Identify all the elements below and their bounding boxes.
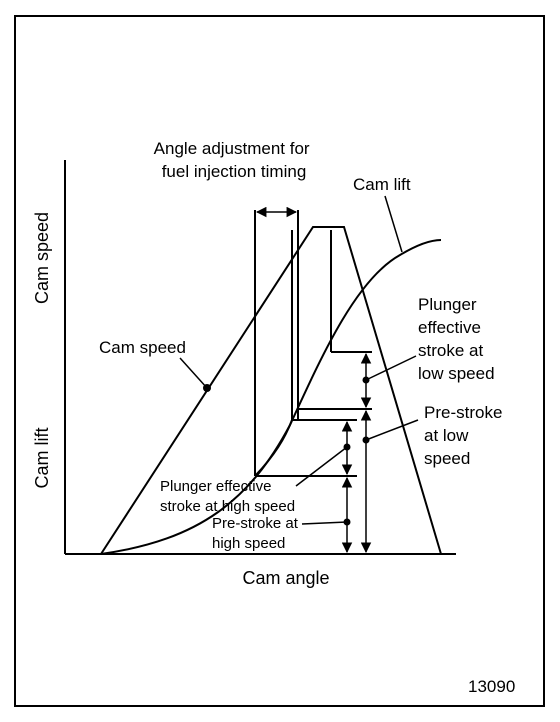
leader-cam-speed bbox=[179, 357, 208, 389]
leader-cam-lift bbox=[384, 195, 403, 253]
cam-lift-curve-advanced bbox=[254, 419, 293, 477]
leader-plunger-low bbox=[365, 355, 417, 381]
label-cam-lift: Cam lift bbox=[353, 175, 411, 194]
figure-number: 13090 bbox=[468, 677, 515, 696]
label-prestroke-low: Pre-stroke at low speed bbox=[424, 403, 507, 468]
label-angle-adjustment: Angle adjustment for fuel injection timi… bbox=[154, 139, 315, 181]
label-cam-speed: Cam speed bbox=[99, 338, 186, 357]
leader-prestroke-low bbox=[365, 419, 419, 441]
cam-lift-curve bbox=[100, 239, 442, 555]
y-axis-label-cam-lift: Cam lift bbox=[32, 427, 52, 488]
x-axis-label: Cam angle bbox=[242, 568, 329, 588]
leader-plunger-high bbox=[295, 446, 348, 487]
leader-prestroke-high bbox=[301, 521, 348, 525]
figure-border bbox=[14, 15, 545, 707]
y-axis-label-cam-speed: Cam speed bbox=[32, 212, 52, 304]
label-plunger-low: Plunger effective stroke at low speed bbox=[418, 295, 495, 383]
label-plunger-high: Plunger effective stroke at high speed bbox=[160, 478, 295, 515]
label-prestroke-high: Pre-stroke at high speed bbox=[212, 515, 302, 552]
